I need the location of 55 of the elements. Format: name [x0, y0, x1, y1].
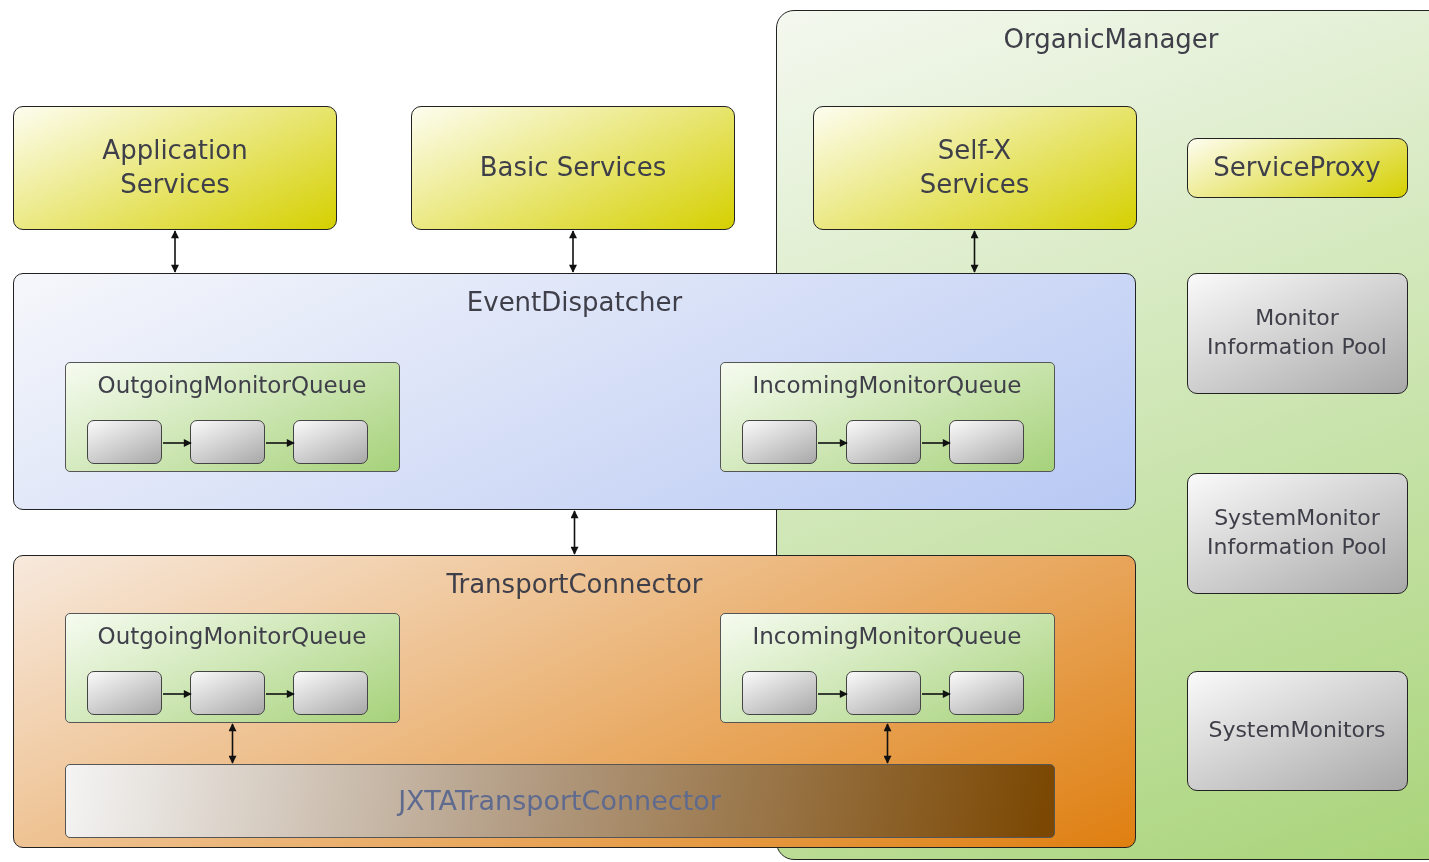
queue-slot	[293, 671, 368, 715]
arrow	[569, 230, 577, 273]
queue-slot	[949, 671, 1024, 715]
arrow	[265, 690, 295, 698]
box-label: SystemMonitor Information Pool	[1206, 504, 1388, 561]
box-heading: TransportConnector	[445, 568, 704, 601]
pool-box	[1186, 272, 1408, 394]
box-label: ServiceProxy	[1212, 150, 1382, 184]
queue-box	[719, 612, 1055, 723]
arrow	[228, 723, 237, 764]
pool-box	[1186, 670, 1408, 791]
queue-slot	[846, 420, 921, 464]
dispatcher-panel	[13, 273, 1136, 510]
queue-slot	[949, 420, 1024, 464]
box-label: SystemMonitors	[1207, 716, 1387, 745]
queue-slot	[846, 671, 921, 715]
box-heading: IncomingMonitorQueue	[751, 621, 1023, 651]
box-heading: IncomingMonitorQueue	[751, 370, 1023, 400]
arrow	[921, 439, 951, 447]
queue-slot	[87, 671, 162, 715]
connector-panel	[13, 555, 1136, 848]
queue-slot	[87, 420, 162, 464]
service-box	[13, 106, 337, 230]
arrow	[817, 690, 848, 698]
arrow	[817, 439, 848, 447]
arrow	[171, 230, 179, 273]
box-label: Self-X Services	[918, 133, 1031, 201]
arrow	[970, 230, 979, 273]
box-heading: OrganicManager	[1002, 23, 1220, 56]
queue-slot	[190, 671, 265, 715]
box-label: JXTATransportConnector	[396, 783, 722, 818]
queue-slot	[742, 671, 817, 715]
box-heading: OutgoingMonitorQueue	[96, 621, 368, 651]
box-heading: EventDispatcher	[465, 286, 684, 319]
queue-box	[64, 361, 400, 472]
arrow	[265, 439, 295, 447]
queue-box	[64, 612, 400, 723]
pool-box	[1186, 472, 1408, 594]
queue-slot	[293, 420, 368, 464]
queue-box	[719, 361, 1055, 472]
arrow	[162, 690, 192, 698]
service-box	[812, 105, 1137, 230]
box-heading: OutgoingMonitorQueue	[96, 370, 368, 400]
arrow	[162, 439, 192, 447]
arrow	[921, 690, 951, 698]
service-box	[411, 106, 735, 230]
queue-slot	[742, 420, 817, 464]
service-box	[1186, 137, 1408, 198]
arrow	[570, 510, 579, 555]
arrow	[883, 723, 892, 764]
queue-slot	[190, 420, 265, 464]
box-label: Application Services	[101, 134, 249, 201]
box-label: Basic Services	[478, 151, 668, 185]
transport-bar	[64, 763, 1055, 838]
box-label: Monitor Information Pool	[1206, 304, 1388, 361]
